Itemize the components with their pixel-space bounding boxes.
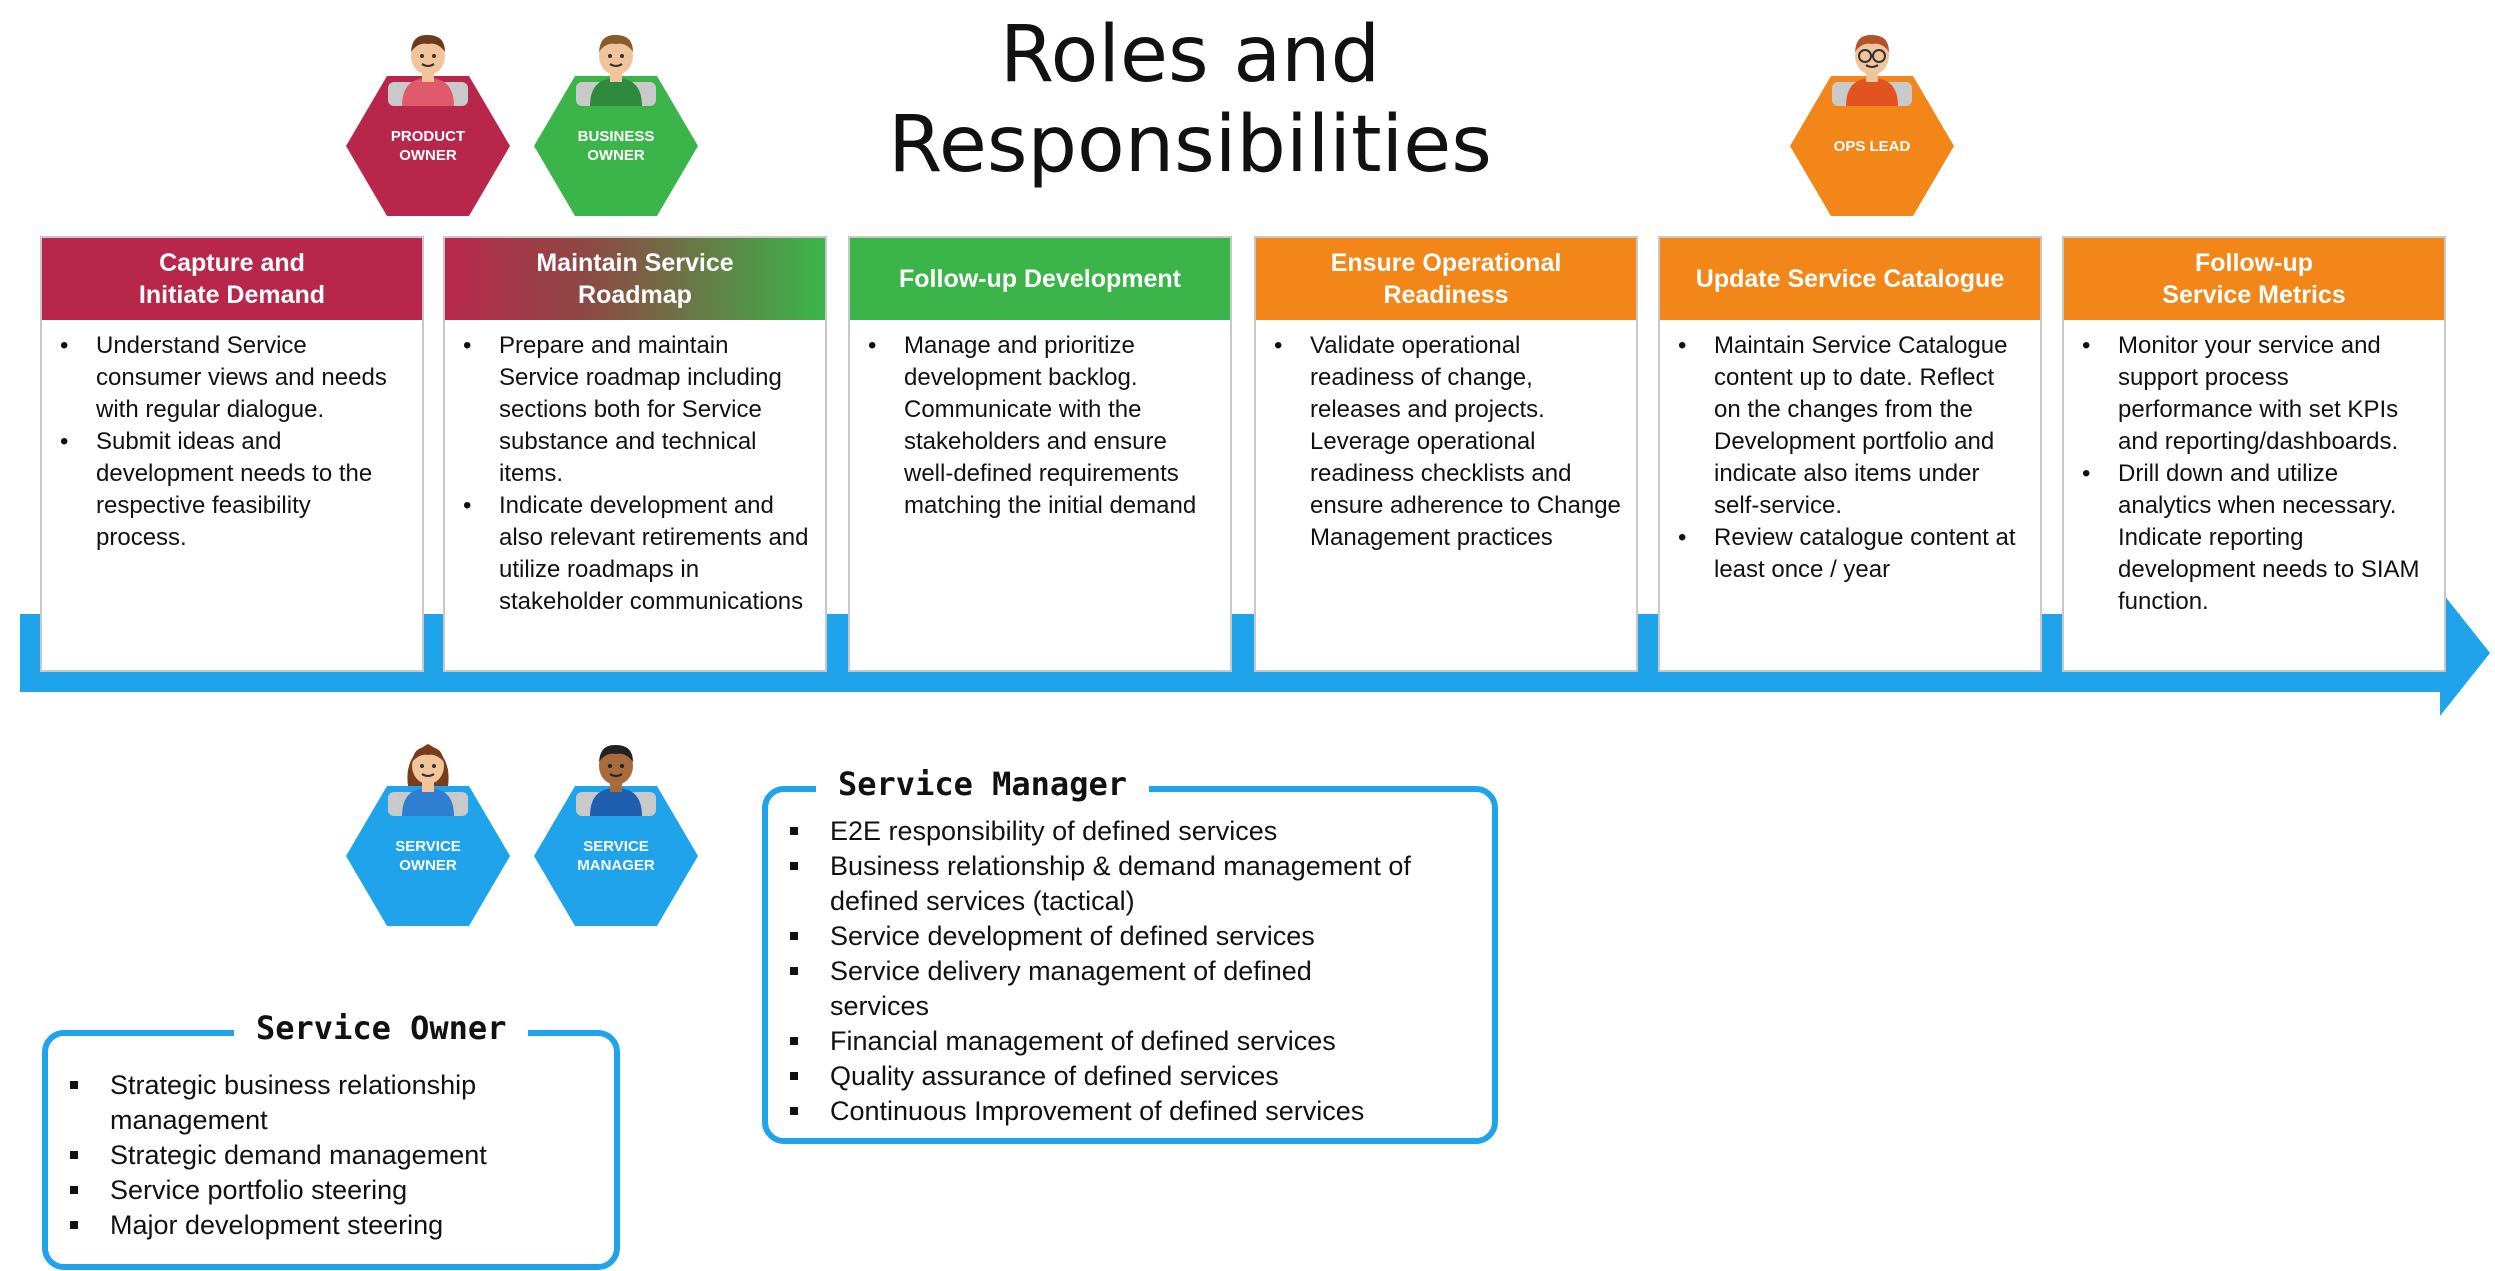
page-title: Roles and Responsibilities bbox=[888, 10, 1492, 190]
phase-bullet: Manage and prioritize development backlo… bbox=[868, 330, 1216, 522]
person-icon bbox=[576, 744, 656, 816]
phase-bullet: Validate operational readiness of change… bbox=[1274, 330, 1622, 554]
service-manager-box: Service Manager E2E responsibility of de… bbox=[762, 762, 1498, 1144]
phase-bullet: Maintain Service Catalogue content up to… bbox=[1678, 330, 2026, 522]
list-item: Strategic business relationship manageme… bbox=[48, 1068, 554, 1138]
list-item: Service portfolio steering bbox=[48, 1173, 554, 1208]
list-item: Quality assurance of defined services bbox=[768, 1059, 1472, 1094]
phase-title: Update Service Catalogue bbox=[1660, 238, 2040, 320]
role-badge-product-owner: PRODUCT OWNER bbox=[346, 26, 516, 216]
timeline-arrow-head bbox=[2440, 590, 2490, 716]
role-badge-service-owner: SERVICE OWNER bbox=[346, 736, 516, 926]
phase-bullet: Monitor your service and support process… bbox=[2082, 330, 2430, 458]
person-glasses-icon bbox=[1832, 34, 1912, 106]
role-badge-service-manager: SERVICE MANAGER bbox=[534, 736, 704, 926]
list-item: Strategic demand management bbox=[48, 1138, 554, 1173]
timeline-arrow bbox=[20, 614, 2460, 692]
role-badge-ops-lead: OPS LEAD bbox=[1790, 26, 1960, 216]
phase-bullet: Submit ideas and development needs to th… bbox=[60, 426, 408, 554]
phase-card-follow-up-development: Follow-up Development Manage and priorit… bbox=[848, 236, 1232, 672]
service-manager-title: Service Manager bbox=[816, 762, 1149, 806]
person-icon bbox=[388, 34, 468, 106]
list-item: E2E responsibility of defined services bbox=[768, 814, 1472, 849]
phase-bullet: Indicate development and also relevant r… bbox=[463, 490, 811, 618]
phase-bullet: Review catalogue content at least once /… bbox=[1678, 522, 2026, 586]
person-icon bbox=[576, 34, 656, 106]
phase-title: Follow-up Development bbox=[850, 238, 1230, 320]
service-owner-title: Service Owner bbox=[234, 1006, 529, 1050]
phase-card-service-metrics: Follow-up Service Metrics Monitor your s… bbox=[2062, 236, 2446, 672]
person-female-icon bbox=[388, 744, 468, 816]
phase-card-update-catalogue: Update Service Catalogue Maintain Servic… bbox=[1658, 236, 2042, 672]
list-item: Major development steering bbox=[48, 1208, 554, 1243]
phase-card-maintain-roadmap: Maintain Service Roadmap Prepare and mai… bbox=[443, 236, 827, 672]
phase-title: Capture and Initiate Demand bbox=[42, 238, 422, 320]
phase-bullet: Prepare and maintain Service roadmap inc… bbox=[463, 330, 811, 490]
phase-bullet: Understand Service consumer views and ne… bbox=[60, 330, 408, 426]
phase-card-operational-readiness: Ensure Operational Readiness Validate op… bbox=[1254, 236, 1638, 672]
phase-bullet: Drill down and utilize analytics when ne… bbox=[2082, 458, 2430, 618]
list-item: Financial management of defined services bbox=[768, 1024, 1472, 1059]
list-item: Business relationship & demand managemen… bbox=[768, 849, 1472, 919]
phase-title: Ensure Operational Readiness bbox=[1256, 238, 1636, 320]
phase-title: Follow-up Service Metrics bbox=[2064, 238, 2444, 320]
list-item: Service delivery management of defined s… bbox=[768, 954, 1472, 1024]
role-badge-business-owner: BUSINESS OWNER bbox=[534, 26, 704, 216]
list-item: Service development of defined services bbox=[768, 919, 1472, 954]
list-item: Continuous Improvement of defined servic… bbox=[768, 1094, 1472, 1129]
service-owner-box: Service Owner Strategic business relatio… bbox=[42, 1006, 620, 1270]
phase-title: Maintain Service Roadmap bbox=[445, 238, 825, 320]
phase-card-capture-demand: Capture and Initiate Demand Understand S… bbox=[40, 236, 424, 672]
